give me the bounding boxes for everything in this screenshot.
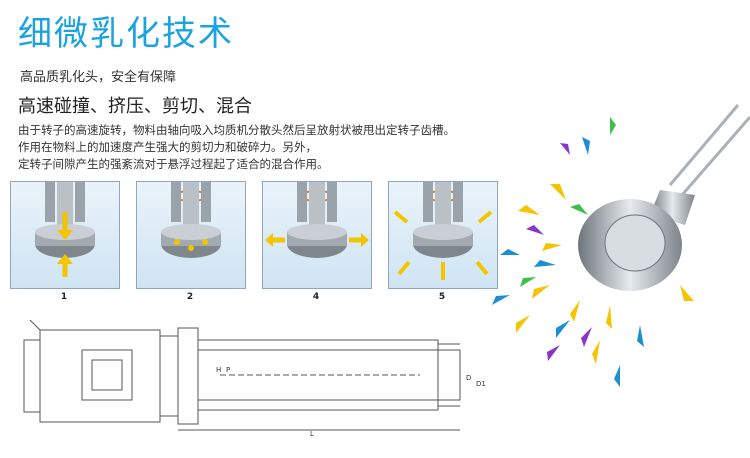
description-line: 定转子间隙产生的强紊流对于悬浮过程起了适合的混合作用。: [18, 157, 329, 171]
technical-drawing: H P L D D1: [20, 319, 490, 440]
rotor-diagram-2: [161, 182, 221, 258]
dim-h: H: [216, 366, 221, 374]
dim-d1: D1: [476, 380, 486, 388]
description: 由于转子的高速旋转，物料由轴向吸入均质机分散头然后呈放射状被甩出定转子齿槽。 作…: [18, 122, 558, 173]
rotor-diagram-1: [35, 182, 95, 277]
step-panel-1: [10, 181, 120, 289]
step-label: 1: [60, 292, 68, 302]
step-label: 5: [438, 292, 446, 302]
step-panel-3: [262, 181, 372, 289]
emulsifier-head-graphic: [492, 104, 750, 387]
dim-p: P: [226, 366, 230, 374]
step-label: 2: [186, 292, 194, 302]
step-panel-2: [136, 181, 246, 289]
dim-l: L: [310, 430, 314, 438]
rotor-diagram-4: [393, 182, 493, 280]
page-title: 细微乳化技术: [18, 14, 234, 54]
description-line: 由于转子的高速旋转，物料由轴向吸入均质机分散头然后呈放射状被甩出定转子齿槽。: [18, 123, 455, 137]
rotor-diagram-3: [265, 182, 369, 258]
description-line: 作用在物料上的加速度产生强大的剪切力和破碎力。另外，: [18, 140, 317, 154]
page-subtitle: 高品质乳化头，安全有保障: [20, 70, 177, 85]
step-label: 4: [312, 292, 320, 302]
step-panel-4: [388, 181, 498, 289]
homogenizer-blueprint: H P L D D1: [23, 319, 486, 438]
section-heading: 高速碰撞、挤压、剪切、混合: [18, 96, 252, 117]
dim-d: D: [466, 374, 471, 382]
emulsifier-head-illustration: [470, 95, 750, 425]
